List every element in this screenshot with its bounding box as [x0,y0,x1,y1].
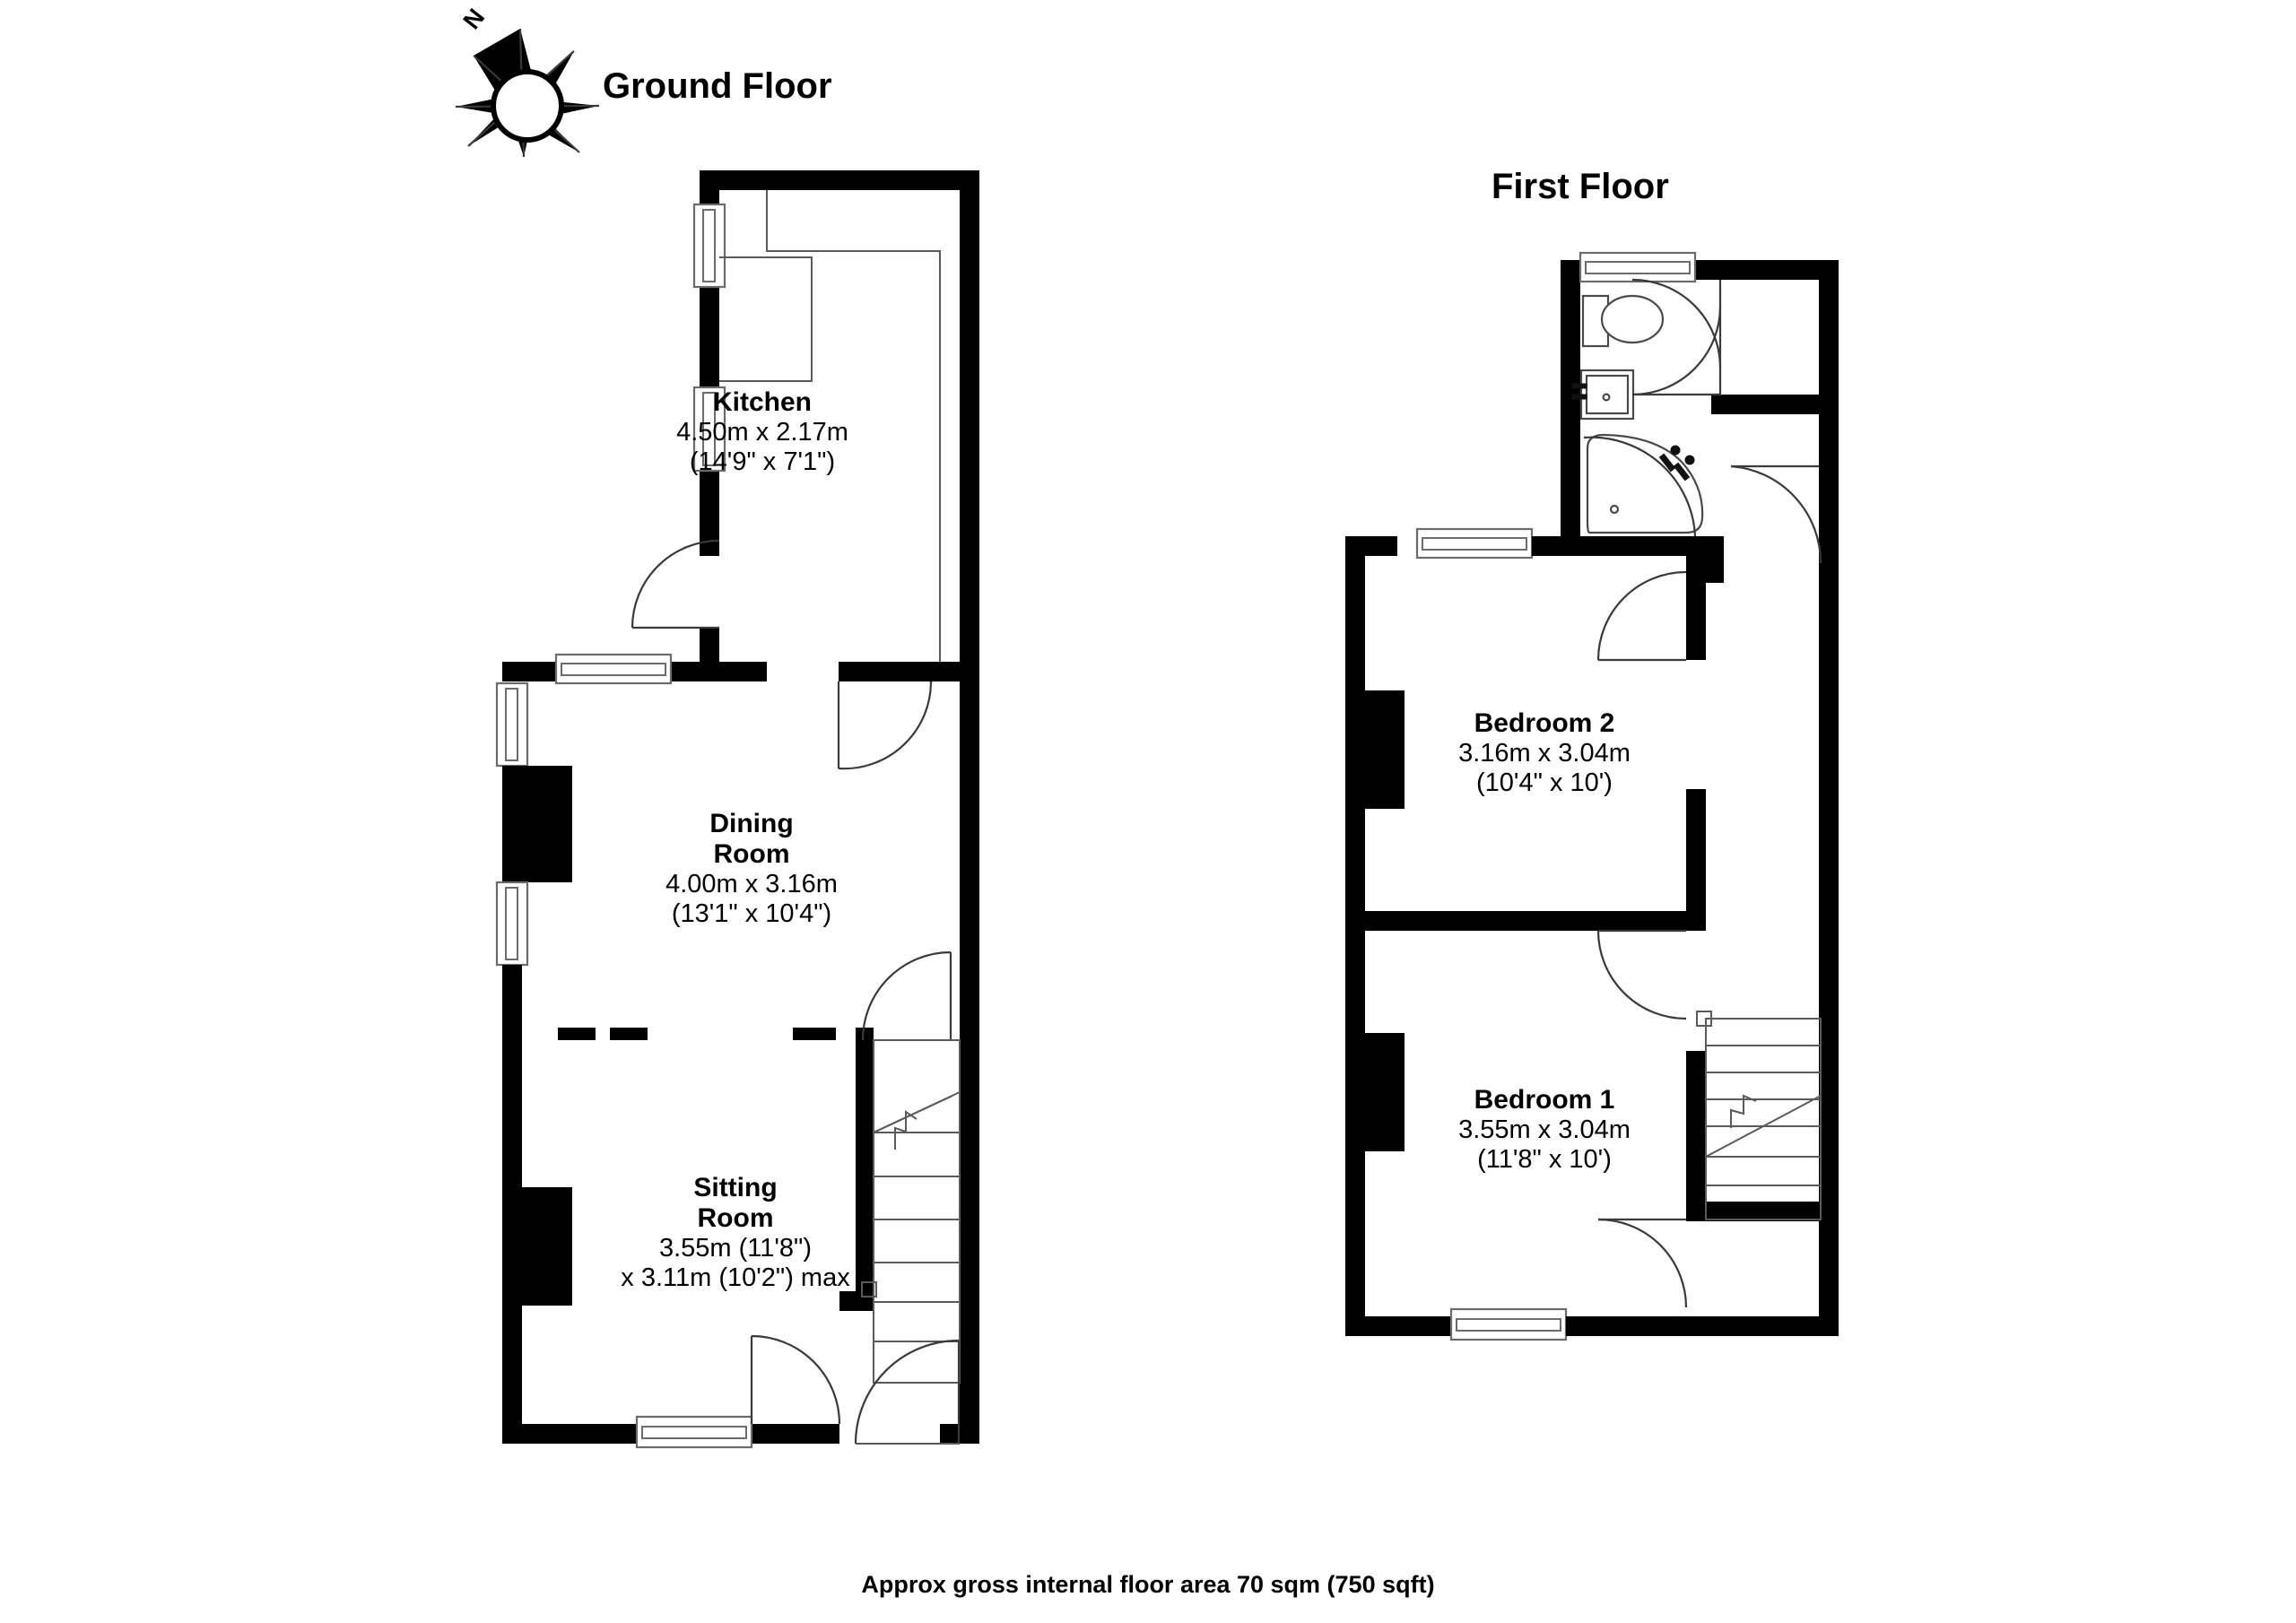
wall-ff-partition-mid [1686,789,1706,931]
first-floor-plan [1345,251,1839,1341]
compass-rose-icon [455,28,600,158]
chimney-breast-dining [502,766,572,882]
room-label-bedroom-2: Bedroom 2 3.16m x 3.04m (10'4" x 10') [1401,708,1688,797]
door-front [750,1334,841,1425]
first-floor-title: First Floor [1492,167,1669,206]
dining-room-dim-metric: 4.00m x 3.16m [665,869,838,898]
window-dining-top [554,653,673,685]
staircase-ground [861,1039,961,1384]
door-landing [1730,464,1822,564]
window-sitting-bottom [635,1415,753,1449]
shower-bath-icon [1583,433,1704,537]
wall-between-bedrooms [1345,911,1706,931]
wall-landing-top [1711,395,1821,414]
window-kitchen-lower [692,386,726,473]
chimney-breast-bed2 [1345,690,1405,809]
wall-bathroom-left [1561,260,1580,556]
wash-basin-icon [1571,369,1635,421]
ground-floor-plan [495,170,979,1449]
wall-kitchen-bottom-left [700,662,767,681]
staircase-first [1696,1011,1822,1220]
bedroom-2-dim-imperial: (10'4" x 10') [1476,768,1613,797]
bedroom-1-dim-imperial: (11'8" x 10') [1477,1144,1612,1174]
door-kitchen [631,539,720,629]
wall-ff-left-c [1345,1151,1365,1336]
wall-kitchen-left-b [700,287,719,387]
dining-room-name-line1: Dining [709,809,794,838]
wall-left-exterior-mid [502,965,522,1187]
door-bedroom1-lower [1597,1218,1688,1308]
wall-main-top-right [668,662,704,681]
window-kitchen-upper [692,203,726,289]
room-label-dining-room: Dining Room 4.00m x 3.16m (13'1" x 10'4"… [608,809,895,928]
wall-ff-partition-lower [1686,1051,1706,1219]
door-hall-front [854,1339,961,1445]
sitting-room-name-line2: Room [697,1202,774,1233]
wall-ff-left-a [1345,536,1365,690]
wall-bottom-mid [752,1424,839,1444]
stub-wall-a [558,1028,596,1040]
window-bedroom2-top [1415,527,1534,560]
wall-ff-bottom-right [1566,1316,1821,1336]
stub-wall-c [793,1028,836,1040]
bedroom-2-name: Bedroom 2 [1474,708,1615,738]
chimney-breast-bed1 [1345,1033,1405,1151]
wall-kitchen-left-c [700,471,719,556]
chimney-breast-sitting [502,1187,572,1306]
dining-room-name-line2: Room [713,838,790,869]
wall-kitchen-left-a [700,170,719,204]
sitting-room-dim-imperial: x 3.11m (10'2") max [621,1263,850,1292]
wall-ff-right-exterior [1819,260,1839,1336]
wall-kitchen-bottom-right [839,662,979,681]
dining-room-dim-imperial: (13'1" x 10'4") [671,898,832,928]
wall-left-exterior-bottom [502,1306,522,1444]
window-bedroom1-bottom [1449,1307,1568,1341]
bedroom-2-dim-metric: 3.16m x 3.04m [1458,738,1631,768]
wall-right-exterior [960,170,979,1444]
kitchen-name: Kitchen [712,387,812,417]
sitting-room-name-line1: Sitting [693,1173,778,1202]
kitchen-unit-line [719,256,813,382]
kitchen-dim-imperial: (14'9" x 7'1") [689,447,836,476]
room-label-bedroom-1: Bedroom 1 3.55m x 3.04m (11'8" x 10') [1401,1085,1688,1174]
door-bedroom2 [1596,570,1687,662]
wall-bathroom-bottom [1561,536,1720,556]
wall-hall-stub [839,1291,874,1311]
toilet-icon [1581,294,1665,348]
kitchen-dim-metric: 4.50m x 2.17m [676,417,848,447]
room-label-kitchen: Kitchen 4.50m x 2.17m (14'9" x 7'1") [628,387,897,476]
wall-ff-partition-upper [1686,556,1706,660]
room-label-sitting-room: Sitting Room 3.55m (11'8") x 3.11m (10'2… [574,1173,897,1292]
door-dining-hall [837,681,933,770]
door-bathroom [1631,278,1722,396]
window-dining-left [495,681,529,768]
stub-wall-b [610,1028,648,1040]
door-bedroom1-upper [1596,929,1687,1020]
wall-ff-bottom-left [1345,1316,1451,1336]
wall-kitchen-top [700,170,979,190]
door-sitting-upper [861,950,952,1041]
window-dining-left-lower [495,881,529,967]
kitchen-counter-line [766,190,941,681]
window-bathroom-top [1578,251,1697,283]
wall-bed2-top-right [1532,536,1562,556]
ground-floor-title: Ground Floor [603,66,832,106]
wall-landing-bottom [1686,1202,1821,1221]
sitting-room-dim-metric: 3.55m (11'8") [658,1233,813,1263]
wall-bottom-left [502,1424,637,1444]
footer-area-note: Approx gross internal floor area 70 sqm … [861,1571,1435,1598]
wall-main-top-left [502,662,558,681]
bedroom-1-name: Bedroom 1 [1474,1085,1615,1115]
wall-hall-partition [856,1028,874,1306]
bedroom-1-dim-metric: 3.55m x 3.04m [1458,1115,1631,1144]
